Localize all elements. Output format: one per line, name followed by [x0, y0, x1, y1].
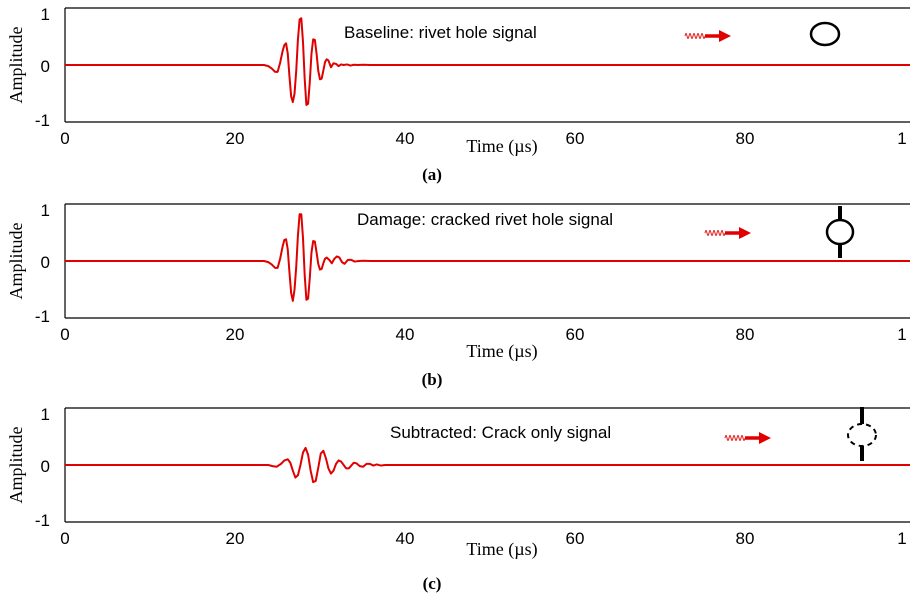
y-axis-label: Amplitude	[6, 222, 26, 299]
x-tick-label: 40	[396, 129, 415, 148]
hole-outline	[825, 218, 855, 246]
x-axis-label: Time (µs)	[466, 539, 537, 560]
wave-packet	[704, 230, 726, 236]
y-axis-label: Amplitude	[6, 426, 26, 503]
annotation-text: Baseline: rivet hole signal	[344, 23, 537, 42]
x-tick-label: 20	[226, 529, 245, 548]
x-tick-label: 40	[396, 529, 415, 548]
x-axis-label: Time (µs)	[466, 341, 537, 362]
arrow-head	[759, 432, 771, 444]
wave-arrow-icon	[724, 432, 771, 444]
y-axis-label: Amplitude	[6, 26, 26, 103]
cracked-rivet-hole-icon	[825, 206, 855, 258]
x-tick-label: 60	[566, 325, 585, 344]
y-tick-label: 1	[41, 201, 50, 220]
panel-label: (c)	[423, 574, 442, 593]
y-tick-label: 0	[41, 253, 50, 272]
series-line	[65, 17, 910, 106]
x-tick-label: 40	[396, 325, 415, 344]
wave-arrow-icon	[704, 227, 751, 239]
y-tick-label: -1	[35, 511, 50, 530]
x-tick-label: 80	[736, 129, 755, 148]
x-tick-label: 20	[226, 129, 245, 148]
panel-label: (a)	[422, 165, 442, 184]
x-tick-label: 60	[566, 529, 585, 548]
x-tick-label: 1	[897, 529, 906, 548]
x-tick-label: 20	[226, 325, 245, 344]
wave-arrow-icon	[684, 30, 731, 42]
panel-label: (b)	[422, 370, 443, 389]
y-tick-label: 1	[41, 405, 50, 424]
x-tick-label: 80	[736, 529, 755, 548]
wave-packet	[724, 435, 746, 441]
annotation-text: Damage: cracked rivet hole signal	[357, 210, 613, 229]
x-tick-label: 60	[566, 129, 585, 148]
series-line	[65, 213, 910, 302]
x-tick-label: 0	[60, 529, 69, 548]
dashed-hole-outline	[847, 423, 877, 447]
annotation-text: Subtracted: Crack only signal	[390, 423, 611, 442]
crack-only-icon	[847, 407, 877, 461]
x-tick-label: 80	[736, 325, 755, 344]
rivet-hole-icon	[809, 21, 841, 47]
x-tick-label: 0	[60, 325, 69, 344]
x-axis-label: Time (µs)	[466, 136, 537, 157]
arrow-head	[739, 227, 751, 239]
y-tick-label: 0	[41, 457, 50, 476]
y-tick-label: -1	[35, 111, 50, 130]
series-line	[65, 446, 910, 484]
x-tick-label: 0	[60, 129, 69, 148]
arrow-head	[719, 30, 731, 42]
x-tick-label: 1	[897, 325, 906, 344]
y-tick-label: -1	[35, 307, 50, 326]
y-tick-label: 0	[41, 57, 50, 76]
wave-packet	[684, 33, 706, 39]
x-tick-label: 1	[897, 129, 906, 148]
y-tick-label: 1	[41, 5, 50, 24]
